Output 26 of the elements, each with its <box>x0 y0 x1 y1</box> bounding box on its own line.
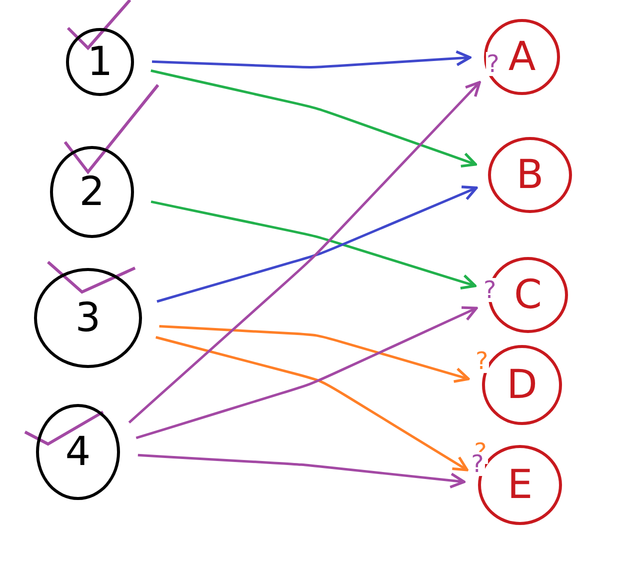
edge-label: ? <box>474 348 490 373</box>
edge-label: ? <box>482 278 498 302</box>
arrow <box>138 454 466 488</box>
node-label: C <box>514 275 542 315</box>
arrow <box>150 200 477 290</box>
arrow <box>152 50 472 68</box>
node-label: 2 <box>79 172 105 212</box>
arrow <box>128 80 481 424</box>
node-label: 3 <box>75 298 101 338</box>
node-label: E <box>507 465 533 505</box>
arrow <box>156 186 478 303</box>
circle-node <box>36 404 120 500</box>
node-label: 1 <box>87 42 113 82</box>
node-label: B <box>516 155 544 195</box>
circle-node <box>50 146 134 238</box>
circle-node <box>66 28 134 96</box>
arrow <box>150 69 477 168</box>
node-label: A <box>508 37 536 77</box>
arrow <box>136 306 478 440</box>
edge-label: ? <box>486 52 500 76</box>
arrow <box>159 324 470 383</box>
circle-node <box>488 137 572 213</box>
arrow <box>156 336 468 472</box>
node-label: 4 <box>65 432 91 472</box>
circle-node <box>34 268 142 368</box>
node-label: D <box>506 365 538 405</box>
